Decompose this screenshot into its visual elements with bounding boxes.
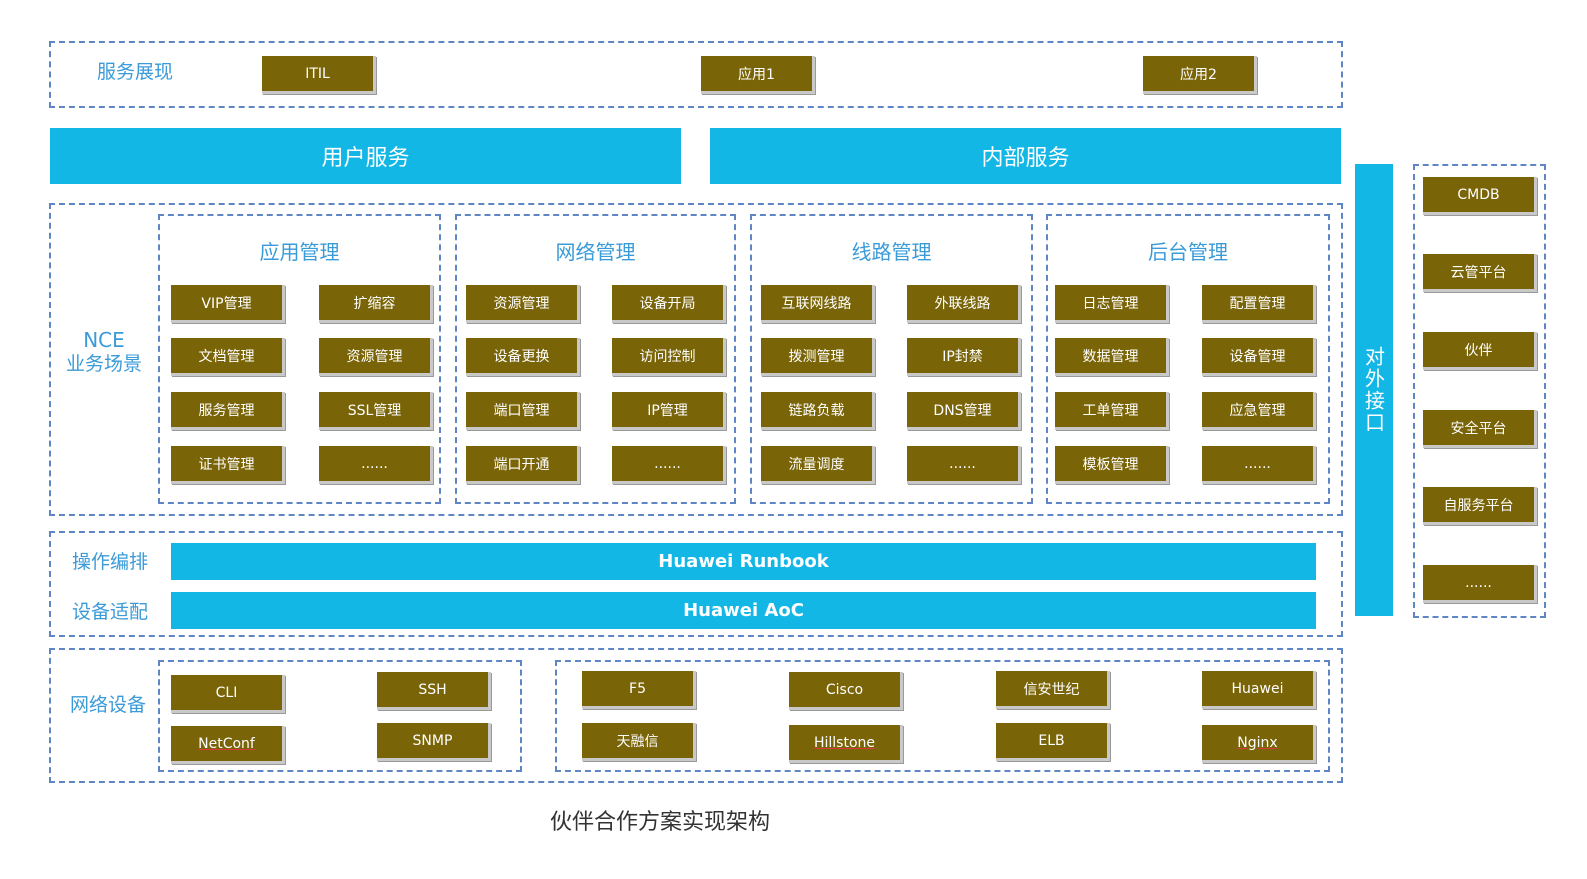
external-system-box: 云管平台 xyxy=(1423,254,1537,292)
network-devices-label: 网络设备 xyxy=(69,694,146,716)
vendor-box: F5 xyxy=(582,671,696,709)
module-box: 资源管理 xyxy=(319,338,433,376)
module-box: 数据管理 xyxy=(1055,338,1169,376)
service-presentation-frame xyxy=(49,41,1343,108)
panel-network-management xyxy=(455,214,736,504)
nce-label: NCE 业务场景 xyxy=(54,322,154,382)
external-interface-label: 对外接口 xyxy=(1361,346,1386,434)
external-system-box: CMDB xyxy=(1423,177,1537,215)
module-box: 文档管理 xyxy=(171,338,285,376)
vendor-box: Hillstone xyxy=(789,725,903,763)
module-box: DNS管理 xyxy=(907,392,1021,430)
module-box: ...... xyxy=(319,446,433,484)
vendor-box: 信安世纪 xyxy=(996,671,1110,709)
module-box: 互联网线路 xyxy=(761,285,875,323)
panel-backend-management xyxy=(1046,214,1330,504)
protocol-box: SNMP xyxy=(377,723,491,761)
module-box: VIP管理 xyxy=(171,285,285,323)
panel-title: 后台管理 xyxy=(1148,240,1228,264)
module-box: IP封禁 xyxy=(907,338,1021,376)
module-box: 资源管理 xyxy=(466,285,580,323)
protocol-box: CLI xyxy=(171,675,285,713)
external-system-box: 安全平台 xyxy=(1423,410,1537,448)
module-box: 链路负载 xyxy=(761,392,875,430)
adaptation-label: 设备适配 xyxy=(71,601,148,623)
module-box: ...... xyxy=(612,446,726,484)
protocols-frame xyxy=(158,660,522,772)
external-system-box: 自服务平台 xyxy=(1423,487,1537,525)
aoc-bar-text: Huawei AoC xyxy=(683,600,804,621)
module-box: IP管理 xyxy=(612,392,726,430)
vendors-frame xyxy=(555,660,1330,772)
module-box: 应急管理 xyxy=(1202,392,1316,430)
service-presentation-label: 服务展现 xyxy=(96,61,173,83)
orchestration-label: 操作编排 xyxy=(71,551,148,573)
module-box: 外联线路 xyxy=(907,285,1021,323)
module-box: 配置管理 xyxy=(1202,285,1316,323)
module-box: 证书管理 xyxy=(171,446,285,484)
service-item-app2: 应用2 xyxy=(1143,56,1257,94)
external-interface-bar: 对外接口 xyxy=(1355,164,1393,616)
module-box: 拨测管理 xyxy=(761,338,875,376)
module-box: 设备管理 xyxy=(1202,338,1316,376)
vendor-box: 天融信 xyxy=(582,723,696,761)
module-box: 工单管理 xyxy=(1055,392,1169,430)
runbook-bar: Huawei Runbook xyxy=(171,543,1316,580)
nce-frame xyxy=(49,203,1343,516)
module-box: 服务管理 xyxy=(171,392,285,430)
module-box: 端口管理 xyxy=(466,392,580,430)
panel-title: 网络管理 xyxy=(555,240,636,264)
aoc-bar: Huawei AoC xyxy=(171,592,1316,629)
vendor-box: Cisco xyxy=(789,672,903,710)
module-box: 访问控制 xyxy=(612,338,726,376)
orchestration-frame xyxy=(49,531,1343,637)
module-box: ...... xyxy=(907,446,1021,484)
panel-title: 应用管理 xyxy=(259,240,340,264)
module-box: ...... xyxy=(1202,446,1316,484)
external-system-box: ...... xyxy=(1423,565,1537,603)
module-box: 设备开局 xyxy=(612,285,726,323)
network-devices-frame xyxy=(49,648,1343,783)
panel-application-management xyxy=(158,214,441,504)
nce-label-line2: 业务场景 xyxy=(65,353,142,375)
module-box: SSL管理 xyxy=(319,392,433,430)
internal-service-bar: 内部服务 xyxy=(710,128,1341,184)
module-box: 扩缩容 xyxy=(319,285,433,323)
module-box: 模板管理 xyxy=(1055,446,1169,484)
diagram-caption: 伙伴合作方案实现架构 xyxy=(549,810,770,835)
nce-label-line1: NCE xyxy=(83,328,125,352)
module-box: 流量调度 xyxy=(761,446,875,484)
module-box: 端口开通 xyxy=(466,446,580,484)
protocol-box: NetConf xyxy=(171,726,285,764)
vendor-box: ELB xyxy=(996,723,1110,761)
external-system-box: 伙伴 xyxy=(1423,332,1537,370)
user-service-bar: 用户服务 xyxy=(50,128,681,184)
service-item-itil: ITIL xyxy=(262,56,376,94)
panel-line-management xyxy=(750,214,1033,504)
external-systems-frame xyxy=(1413,164,1546,618)
protocol-box: SSH xyxy=(377,672,491,710)
panel-title: 线路管理 xyxy=(851,240,932,264)
module-box: 设备更换 xyxy=(466,338,580,376)
service-item-app1: 应用1 xyxy=(701,56,815,94)
vendor-box: Nginx xyxy=(1202,725,1316,763)
vendor-box: Huawei xyxy=(1202,671,1316,709)
module-box: 日志管理 xyxy=(1055,285,1169,323)
